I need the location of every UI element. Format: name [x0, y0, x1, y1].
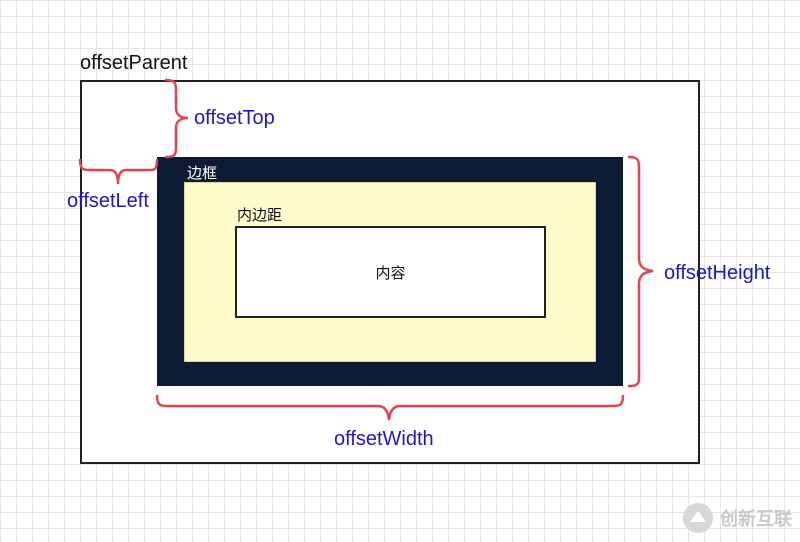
offset-width-label: offsetWidth [334, 428, 434, 450]
offset-width-brace [155, 394, 625, 421]
watermark-text: 创新互联 [720, 509, 792, 529]
content-label: 内容 [375, 264, 406, 282]
offset-left-label: offsetLeft [67, 190, 149, 212]
padding-label: 内边距 [237, 207, 283, 224]
watermark: 创新互联 [682, 502, 792, 534]
watermark-logo-icon [683, 503, 713, 533]
offset-top-brace [164, 78, 189, 159]
offset-height-brace [627, 155, 654, 388]
offset-parent-label: offsetParent [80, 52, 188, 74]
content-box: 内容 [235, 226, 546, 318]
offset-height-label: offsetHeight [664, 262, 771, 284]
offset-left-brace [78, 158, 159, 185]
border-label: 边框 [187, 165, 218, 182]
offset-top-label: offsetTop [194, 107, 275, 129]
